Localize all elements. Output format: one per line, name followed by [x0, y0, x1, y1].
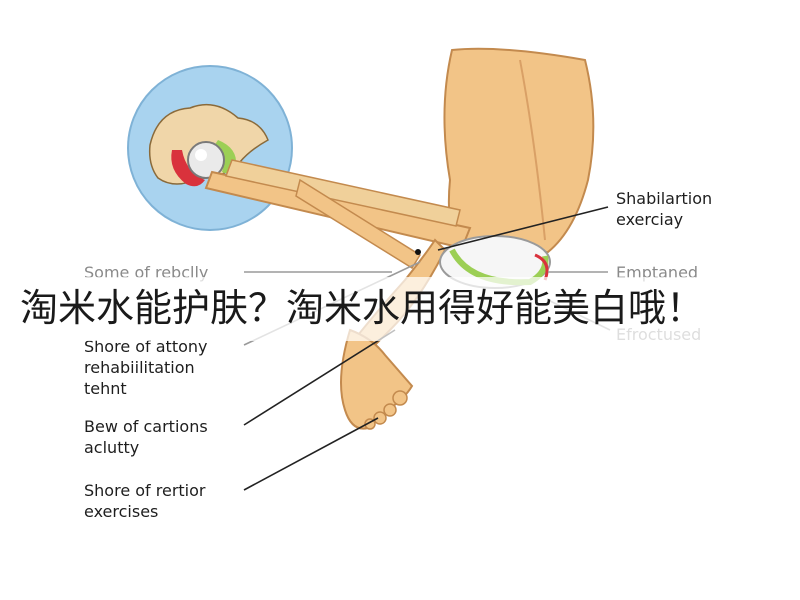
hip-joint-inset-icon: [127, 65, 293, 231]
knee-joint-icon: [415, 235, 551, 289]
label-left-3: Bew of cartions aclutty: [84, 417, 208, 457]
label-right-top: Shabilartion exerciay: [616, 189, 713, 229]
leader-left-3: [243, 329, 396, 426]
leader-lines: [243, 206, 611, 491]
leader-right-top: [437, 206, 609, 251]
overlay-caption: 淘米水能护肤？淘米水用得好能美白哦！: [20, 286, 705, 330]
foot-icon: [340, 328, 414, 430]
overlay-banner: [0, 277, 800, 341]
leader-left-4: [243, 417, 379, 491]
label-left-2: Shore of attony rehabiilitation tehnt: [84, 337, 208, 398]
label-left-4: Shore of rertior exercises: [84, 481, 206, 521]
